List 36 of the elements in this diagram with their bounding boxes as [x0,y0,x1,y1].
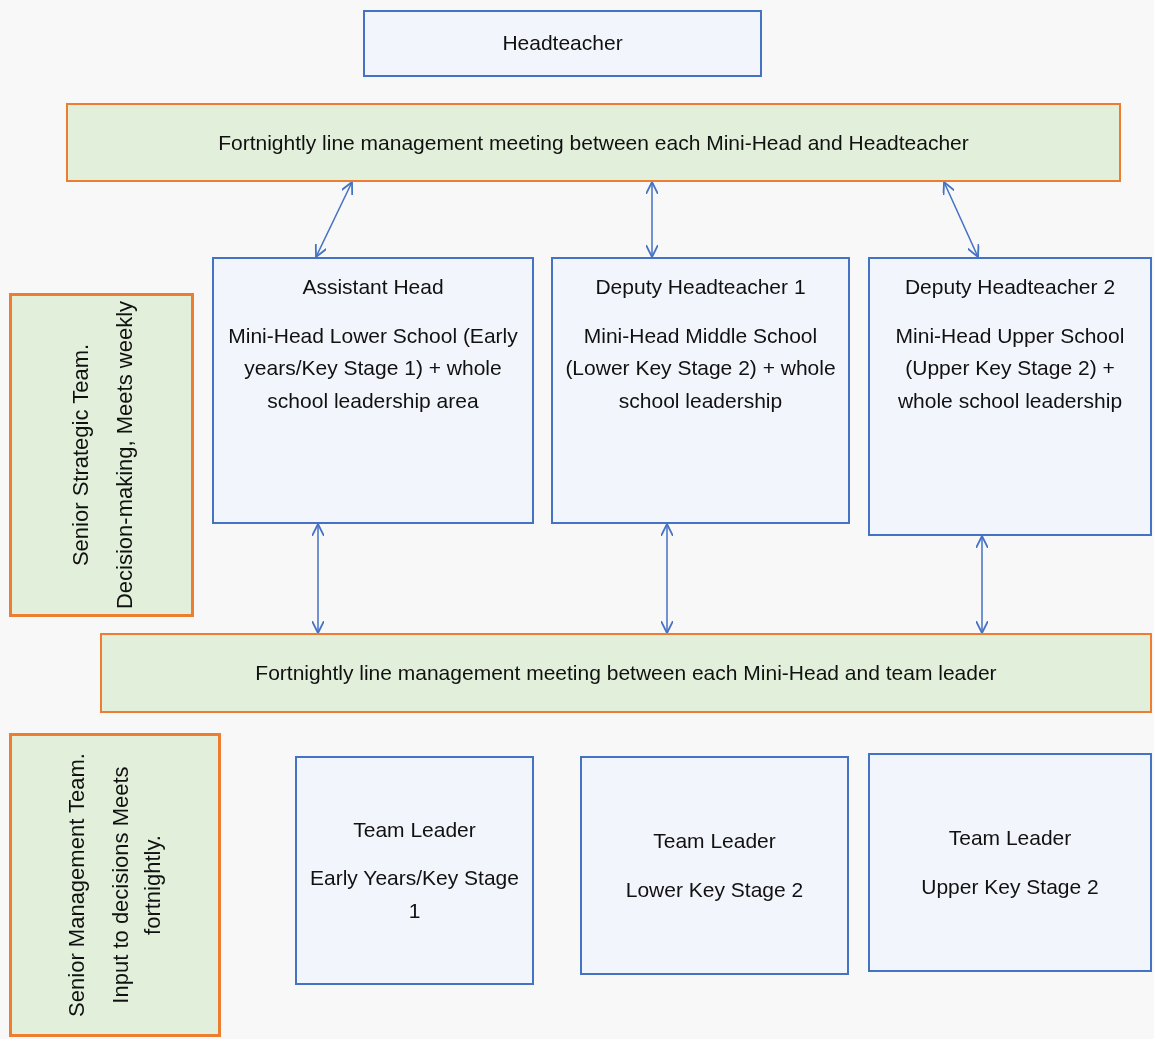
meeting-band [66,103,1121,182]
role-description: Mini-Head Upper School (Upper Key Stage 2) + whole school leadership [894,322,1126,414]
role-title: Team Leader [353,816,476,843]
role-title: Headteacher [502,30,623,57]
team-label-box [9,733,221,1037]
role-description: Lower Key Stage 2 [625,876,804,903]
role-box [580,756,849,975]
role-description: Early Years/Key Stage 1 [309,865,520,924]
role-title: Team Leader [948,824,1072,851]
team-label-box [9,293,194,617]
team-name: Senior Strategic Team. [65,343,94,567]
role-title: Assistant Head [302,274,444,300]
meeting-text: Fortnightly line management meeting between each Mini-Head and team leader [255,660,997,687]
team-name: Senior Management Team. [63,753,91,1017]
role-title: Deputy Headteacher 2 [904,274,1116,300]
double-arrow [660,523,674,634]
team-description: Decision-making, Meets weekly [109,300,138,610]
role-box [363,10,762,77]
double-arrow [645,181,659,258]
role-description: Mini-Head Middle School (Lower Key Stage 2) + whole school leadership [565,322,836,414]
role-title: Team Leader [653,827,776,854]
role-box [551,257,850,524]
meeting-text: Fortnightly line management meeting between each Mini-Head and Headteacher [218,129,969,156]
double-arrow [942,181,980,258]
double-arrow [311,523,325,634]
role-box [868,753,1152,972]
team-description: Input to decisions Meets fortnightly. [107,765,166,1006]
role-title: Deputy Headteacher 1 [595,274,806,300]
meeting-band [100,633,1152,713]
double-arrow [975,535,989,634]
role-box [295,756,534,985]
double-arrow [314,181,354,258]
role-description: Upper Key Stage 2 [921,873,1099,900]
role-box [868,257,1152,536]
role-box [212,257,534,524]
role-description: Mini-Head Lower School (Early years/Key Stage 1) + whole school leadership area [227,322,519,414]
